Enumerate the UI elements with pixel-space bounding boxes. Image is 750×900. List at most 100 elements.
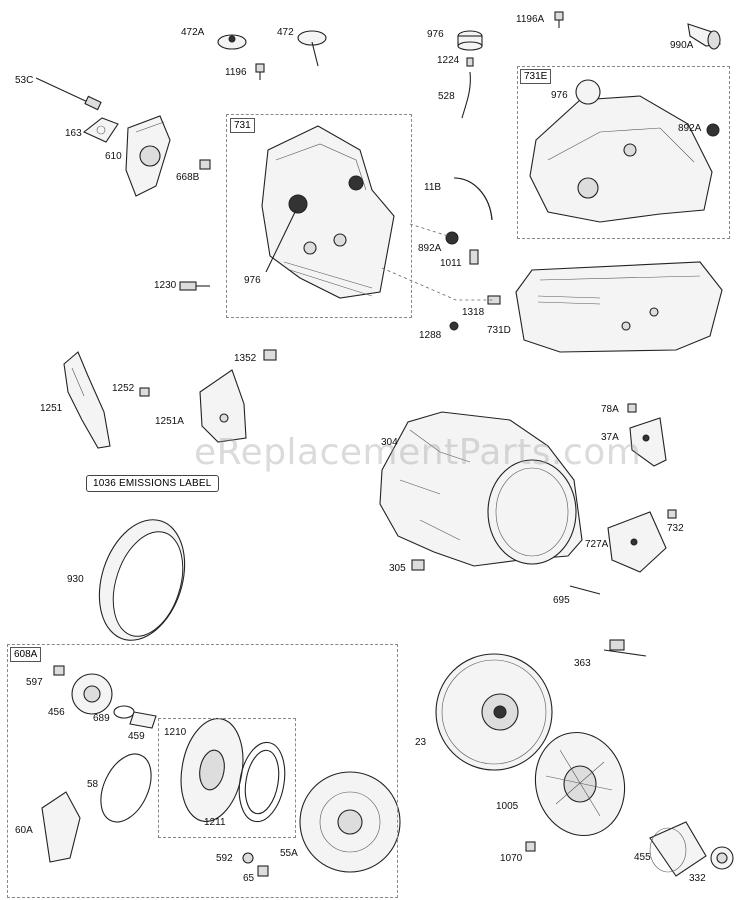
emissions-label: 1036 EMISSIONS LABEL [86,475,219,492]
callout-597: 597 [26,677,43,688]
part-65-screw [257,865,269,877]
part-78A-screw [627,403,637,413]
watermark: eReplacementParts.com [194,432,642,473]
part-1211-spring [238,741,286,823]
callout-55A: 55A [280,848,298,859]
callout-305: 305 [389,563,406,574]
callout-37A: 37A [601,432,619,443]
part-472-knob [297,30,327,67]
callout-65: 65 [243,873,255,884]
part-930-ring [98,519,186,641]
part-1210-pulley [180,717,244,823]
part-332-nut [710,846,734,870]
part-455-cup [649,821,707,877]
callout-456: 456 [48,707,65,718]
part-304-housing [379,411,583,567]
part-1352-clip [263,349,277,361]
part-731E-shroud [529,79,720,223]
part-1005-fan [534,731,626,837]
part-472A-knob [217,34,247,50]
assembly-731-tag: 731 [230,118,255,133]
part-55A-starter-housing [299,771,401,873]
callout-1288: 1288 [419,330,442,341]
callout-472: 472 [277,27,294,38]
callout-1005: 1005 [496,801,519,812]
part-1251A-baffle [199,369,247,443]
part-305-bolt [411,559,425,571]
part-60A-handle [41,791,81,863]
part-37A-bracket [629,417,667,467]
callout-332: 332 [689,873,706,884]
part-892A-grommet [445,231,459,245]
callout-459: 459 [128,731,145,742]
assembly-731-box [226,114,412,318]
callout-1251: 1251 [40,403,63,414]
assembly-608A-tag: 608A [10,647,42,662]
callout-592: 592 [216,853,233,864]
part-1252-screw [139,387,150,397]
part-1288-nut [449,321,459,331]
callout-1230: 1230 [154,280,177,291]
callout-976-top: 976 [427,29,444,40]
part-1251-baffle [63,351,111,449]
callout-695: 695 [553,595,570,606]
assembly-731E-box [517,66,730,239]
callout-976-731: 976 [244,275,261,286]
part-668B-clip [199,159,211,170]
part-597-clip [53,665,65,676]
part-363-clip [603,639,647,657]
callout-1211: 1211 [204,817,226,828]
callout-1251A: 1251A [155,416,184,427]
part-727A-guard [607,511,667,573]
callout-892A-2: 892A [678,123,702,134]
callout-23: 23 [415,737,427,748]
callout-732: 732 [667,523,684,534]
callout-731D: 731D [487,325,511,336]
part-990A-plug [687,23,721,50]
callout-60A: 60A [15,825,33,836]
part-456-pawl-housing [71,673,113,715]
callout-1352: 1352 [234,353,257,364]
callout-930: 930 [67,574,84,585]
callout-163: 163 [65,128,82,139]
part-163-gasket [82,117,119,143]
callout-990A: 990A [670,40,694,51]
callout-668B: 668B [176,172,200,183]
part-1070-screw [525,841,536,852]
callout-11B: 11B [424,182,442,193]
part-23-flywheel [435,653,553,771]
part-731D-cover [515,261,723,353]
callout-1196A: 1196A [516,14,545,25]
part-592-washer [242,852,254,864]
callout-1011: 1011 [440,258,462,269]
part-53C-dipstick [35,77,102,111]
callout-472A: 472A [181,27,205,38]
part-1318-clip [487,295,501,305]
callout-976-731E: 976 [551,90,568,101]
part-459-pawl [129,711,157,729]
callout-528: 528 [438,91,455,102]
part-1230-bolt [179,281,210,291]
callout-455: 455 [634,852,651,863]
callout-689: 689 [93,713,110,724]
assembly-608A-box [7,644,398,898]
callout-1252: 1252 [112,383,135,394]
part-1011-plug [469,249,479,265]
part-976-cap [457,30,483,119]
callout-727A: 727A [585,539,609,550]
part-695-screw [569,585,601,595]
callout-1070: 1070 [500,853,523,864]
callout-1196: 1196 [225,67,247,78]
part-732-screw [667,509,677,519]
part-610-plate [125,115,171,197]
callout-53C: 53C [15,75,34,86]
assembly-731E-tag: 731E [520,69,552,84]
callout-304: 304 [381,437,398,448]
callout-78A: 78A [601,404,619,415]
part-1196-screw [255,63,265,80]
part-1196A-screw [554,11,564,28]
assembly-1210-box [158,718,296,838]
callout-892A-1: 892A [418,243,442,254]
